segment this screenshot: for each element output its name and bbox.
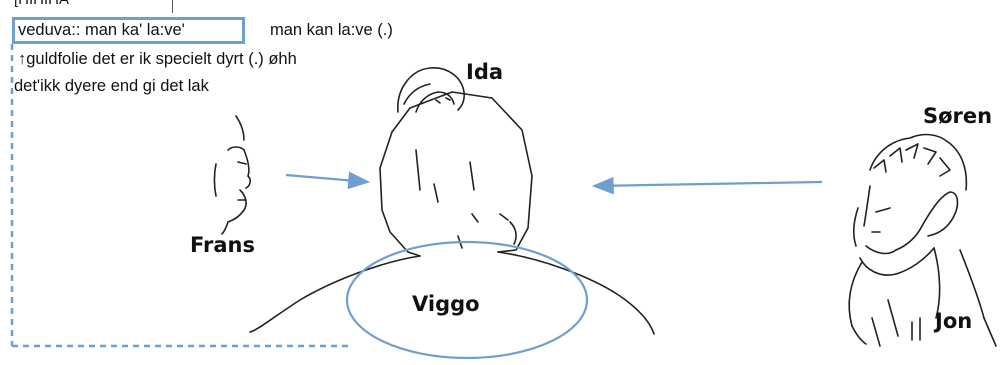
label-jon: Jon bbox=[935, 309, 973, 333]
utterance-2: ↑guldfolie det er ik specielt dyrt (.) ø… bbox=[18, 50, 297, 68]
label-ida: Ida bbox=[466, 60, 504, 84]
frans-figure bbox=[213, 115, 251, 235]
gaze-arrow-soren-to-viggo bbox=[591, 176, 823, 195]
highlighted-utterance: veduva:: man ka' la:ve' bbox=[18, 21, 185, 39]
label-viggo: Viggo bbox=[412, 292, 480, 316]
viggo-figure bbox=[249, 91, 655, 335]
label-soren: Søren bbox=[923, 104, 993, 128]
gaze-arrow-frans-to-viggo bbox=[285, 171, 371, 190]
highlighted-utterance-box bbox=[12, 17, 245, 44]
utterance-1-continued: man kan la:ve (.) bbox=[270, 21, 393, 39]
transcript-header-fragment: [HIHIHA bbox=[14, 0, 69, 8]
transcript-column-divider bbox=[172, 0, 173, 13]
utterance-3: det'ikk dyere end gi det lak bbox=[14, 77, 209, 95]
soren-figure bbox=[848, 133, 997, 347]
label-frans: Frans bbox=[190, 233, 255, 257]
dashed-bracket bbox=[10, 44, 348, 348]
viggo-focus-ellipse bbox=[345, 240, 589, 360]
ida-figure bbox=[397, 67, 465, 113]
